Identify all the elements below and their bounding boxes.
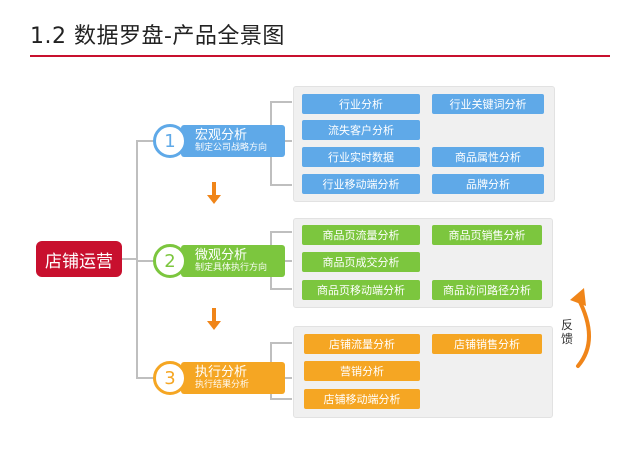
panel-execution: 店铺流量分析 店铺销售分析 营销分析 店铺移动端分析 (293, 326, 553, 418)
level-3-number: 3 (153, 361, 187, 395)
connector-level-3 (136, 377, 156, 379)
feedback-label: 反馈 (560, 318, 573, 346)
panel-macro: 行业分析 行业关键词分析 流失客户分析 行业实时数据 商品属性分析 行业移动端分… (293, 86, 555, 202)
chip: 行业实时数据 (302, 147, 420, 167)
chip: 行业关键词分析 (432, 94, 544, 114)
level-1-node: 1 宏观分析 制定公司战略方向 (153, 124, 285, 158)
connector-level-2 (136, 260, 156, 262)
level-1-number: 1 (153, 124, 187, 158)
level-2-number: 2 (153, 244, 187, 278)
chip: 商品属性分析 (432, 147, 544, 167)
root-label: 店铺运营 (45, 251, 113, 272)
connector-level-1 (136, 140, 156, 142)
feedback-arrow-icon (570, 288, 591, 368)
level-2-title: 微观分析 (195, 247, 248, 263)
chip: 品牌分析 (432, 174, 544, 194)
chip: 店铺流量分析 (304, 334, 420, 354)
bracket-1-bottom (270, 184, 292, 186)
chip: 商品页流量分析 (302, 225, 420, 245)
chip: 行业移动端分析 (302, 174, 420, 194)
chip: 商品页成交分析 (302, 252, 420, 272)
page-title: 1.2 数据罗盘-产品全景图 (30, 24, 285, 49)
bracket-3-top (270, 342, 292, 344)
level-3-title: 执行分析 (195, 364, 248, 380)
chip: 行业分析 (302, 94, 420, 114)
title-underline (30, 55, 610, 57)
root-node: 店铺运营 (36, 241, 122, 277)
level-3-label: 执行分析 执行结果分析 (181, 362, 285, 394)
level-3-node: 3 执行分析 执行结果分析 (153, 361, 285, 395)
level-1-title: 宏观分析 (195, 127, 248, 143)
chip: 商品访问路径分析 (432, 280, 542, 300)
chip: 商品页销售分析 (432, 225, 542, 245)
level-1-label: 宏观分析 制定公司战略方向 (181, 125, 285, 157)
chip: 营销分析 (304, 361, 420, 381)
chip: 商品页移动端分析 (302, 280, 420, 300)
connector-root (122, 258, 138, 260)
panel-micro: 商品页流量分析 商品页销售分析 商品页成交分析 商品页移动端分析 商品访问路径分… (293, 218, 553, 308)
level-1-subtitle: 制定公司战略方向 (195, 142, 268, 153)
bracket-2-bottom (270, 288, 292, 290)
chip: 店铺销售分析 (432, 334, 542, 354)
level-2-subtitle: 制定具体执行方向 (195, 262, 268, 273)
bracket-3-bottom (270, 398, 292, 400)
level-2-node: 2 微观分析 制定具体执行方向 (153, 244, 285, 278)
chip: 店铺移动端分析 (304, 389, 420, 409)
bracket-2-top (270, 231, 292, 233)
chip: 流失客户分析 (302, 120, 420, 140)
level-3-subtitle: 执行结果分析 (195, 379, 250, 390)
bracket-1-top (270, 101, 292, 103)
level-2-label: 微观分析 制定具体执行方向 (181, 245, 285, 277)
